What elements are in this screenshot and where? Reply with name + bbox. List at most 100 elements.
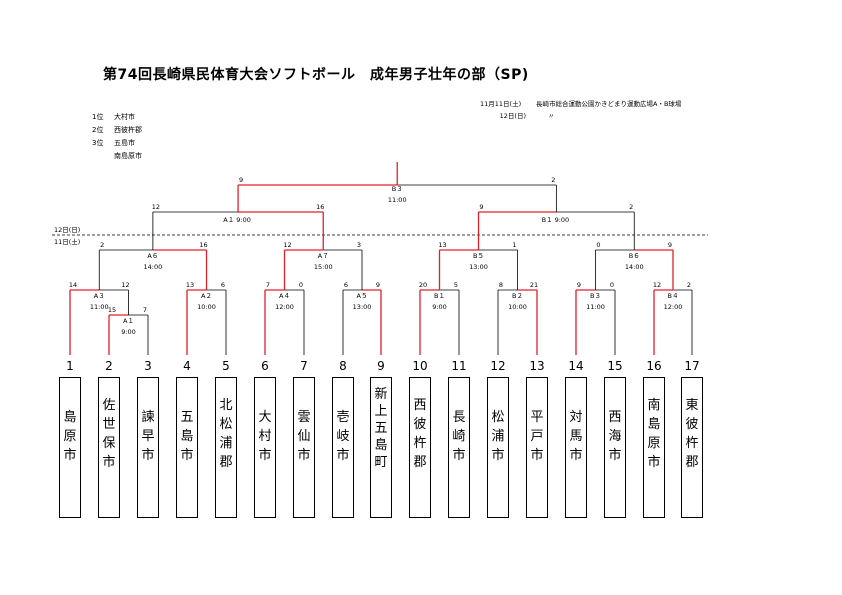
- score-label: 7: [266, 281, 270, 289]
- team-box: 南島原市: [643, 377, 665, 518]
- team-number: 16: [646, 359, 662, 373]
- score-label: 16: [199, 241, 207, 249]
- score-label: 13: [438, 241, 446, 249]
- rank-team: 南島原市: [114, 152, 142, 160]
- team-number: 5: [222, 359, 230, 373]
- match-code-label: B１ 9:00: [542, 216, 570, 224]
- team-box: 新上五島町: [370, 377, 392, 518]
- score-label: 12: [152, 203, 160, 211]
- score-label: 0: [299, 281, 303, 289]
- team-box: 大村市: [254, 377, 276, 518]
- score-label: 21: [530, 281, 538, 289]
- team-number: 7: [300, 359, 308, 373]
- team-number: 1: [66, 359, 74, 373]
- venue-place: 〃: [548, 112, 555, 120]
- team-box: 壱岐市: [332, 377, 354, 518]
- rank-row: 2位西彼杵郡: [92, 125, 142, 135]
- match-time-label: 12:00: [275, 303, 294, 311]
- team-number: 15: [607, 359, 623, 373]
- match-time-label: 9:00: [121, 328, 136, 336]
- match-code-label: A１: [123, 317, 134, 325]
- team-number: 8: [339, 359, 347, 373]
- score-label: 3: [357, 241, 361, 249]
- rank-place: 1位: [92, 113, 104, 121]
- team-name: 諫早市: [141, 410, 155, 463]
- team-name: 西彼杵郡: [413, 398, 427, 470]
- score-label: 14: [69, 281, 77, 289]
- team-box: 西海市: [604, 377, 626, 518]
- team-name: 平戸市: [530, 410, 544, 463]
- team-name: 新上五島町: [374, 387, 388, 470]
- score-label: 12: [653, 281, 661, 289]
- match-time-label: 11:00: [90, 303, 109, 311]
- score-label: 9: [577, 281, 581, 289]
- team-box: 北松浦郡: [215, 377, 237, 518]
- rank-row: 3位五島市: [92, 138, 135, 148]
- team-box: 松浦市: [487, 377, 509, 518]
- match-time-label: 11:00: [388, 196, 407, 204]
- match-time-label: 12:00: [664, 303, 683, 311]
- team-name: 北松浦郡: [219, 398, 233, 470]
- team-name: 東彼杵郡: [685, 398, 699, 470]
- match-time-label: 14:00: [144, 263, 163, 271]
- team-box: 対馬市: [565, 377, 587, 518]
- score-label: 2: [687, 281, 691, 289]
- team-name: 壱岐市: [336, 410, 350, 463]
- venue-row: 12日(日)〃: [480, 110, 555, 120]
- rank-row: 南島原市: [92, 151, 142, 161]
- score-label: 15: [108, 306, 116, 314]
- score-label: 1: [512, 241, 516, 249]
- team-number: 17: [684, 359, 700, 373]
- score-label: 8: [499, 281, 503, 289]
- team-number: 12: [490, 359, 506, 373]
- team-number: 13: [529, 359, 545, 373]
- team-box: 島原市: [59, 377, 81, 518]
- match-code-label: B５: [473, 252, 484, 260]
- score-label: 0: [610, 281, 614, 289]
- team-box: 長崎市: [448, 377, 470, 518]
- match-code-label: A６: [147, 252, 158, 260]
- team-name: 対馬市: [569, 410, 583, 463]
- venue-place: 長崎市総合運動公園かきどまり運動広場A・B球場: [536, 100, 682, 108]
- match-code-label: B２: [512, 292, 523, 300]
- rank-team: 五島市: [114, 139, 135, 147]
- venue-date: 11月11日(土): [480, 100, 522, 108]
- match-code-label: A１ 9:00: [223, 216, 251, 224]
- match-code-label: B６: [629, 252, 640, 260]
- score-label: 0: [596, 241, 600, 249]
- venue-row: 11月11日(土) 長崎市総合運動公園かきどまり運動広場A・B球場: [480, 98, 681, 108]
- rank-team: 西彼杵郡: [114, 126, 142, 134]
- team-name: 西海市: [608, 410, 622, 463]
- match-code-label: B３: [392, 185, 403, 193]
- score-label: 16: [316, 203, 324, 211]
- rank-row: 1位大村市: [92, 112, 135, 122]
- team-box: 平戸市: [526, 377, 548, 518]
- team-box: 佐世保市: [98, 377, 120, 518]
- score-label: 2: [551, 176, 555, 184]
- score-label: 9: [376, 281, 380, 289]
- score-label: 9: [239, 176, 243, 184]
- match-code-label: B１: [434, 292, 445, 300]
- score-label: 13: [186, 281, 194, 289]
- team-number: 9: [377, 359, 385, 373]
- team-box: 雲仙市: [293, 377, 315, 518]
- team-number: 11: [451, 359, 467, 373]
- team-box: 東彼杵郡: [681, 377, 703, 518]
- match-code-label: B３: [590, 292, 601, 300]
- score-label: 2: [629, 203, 633, 211]
- score-label: 2: [100, 241, 104, 249]
- team-box: 五島市: [176, 377, 198, 518]
- score-label: 9: [479, 203, 483, 211]
- team-name: 長崎市: [452, 410, 466, 463]
- team-name: 島原市: [63, 410, 77, 463]
- match-time-label: 10:00: [197, 303, 216, 311]
- team-name: 佐世保市: [102, 398, 116, 470]
- team-name: 五島市: [180, 410, 194, 463]
- score-label: 5: [454, 281, 458, 289]
- score-label: 12: [283, 241, 291, 249]
- match-time-label: 11:00: [586, 303, 605, 311]
- match-code-label: A３: [94, 292, 105, 300]
- score-label: 20: [419, 281, 427, 289]
- match-code-label: A７: [318, 252, 329, 260]
- score-label: 6: [344, 281, 348, 289]
